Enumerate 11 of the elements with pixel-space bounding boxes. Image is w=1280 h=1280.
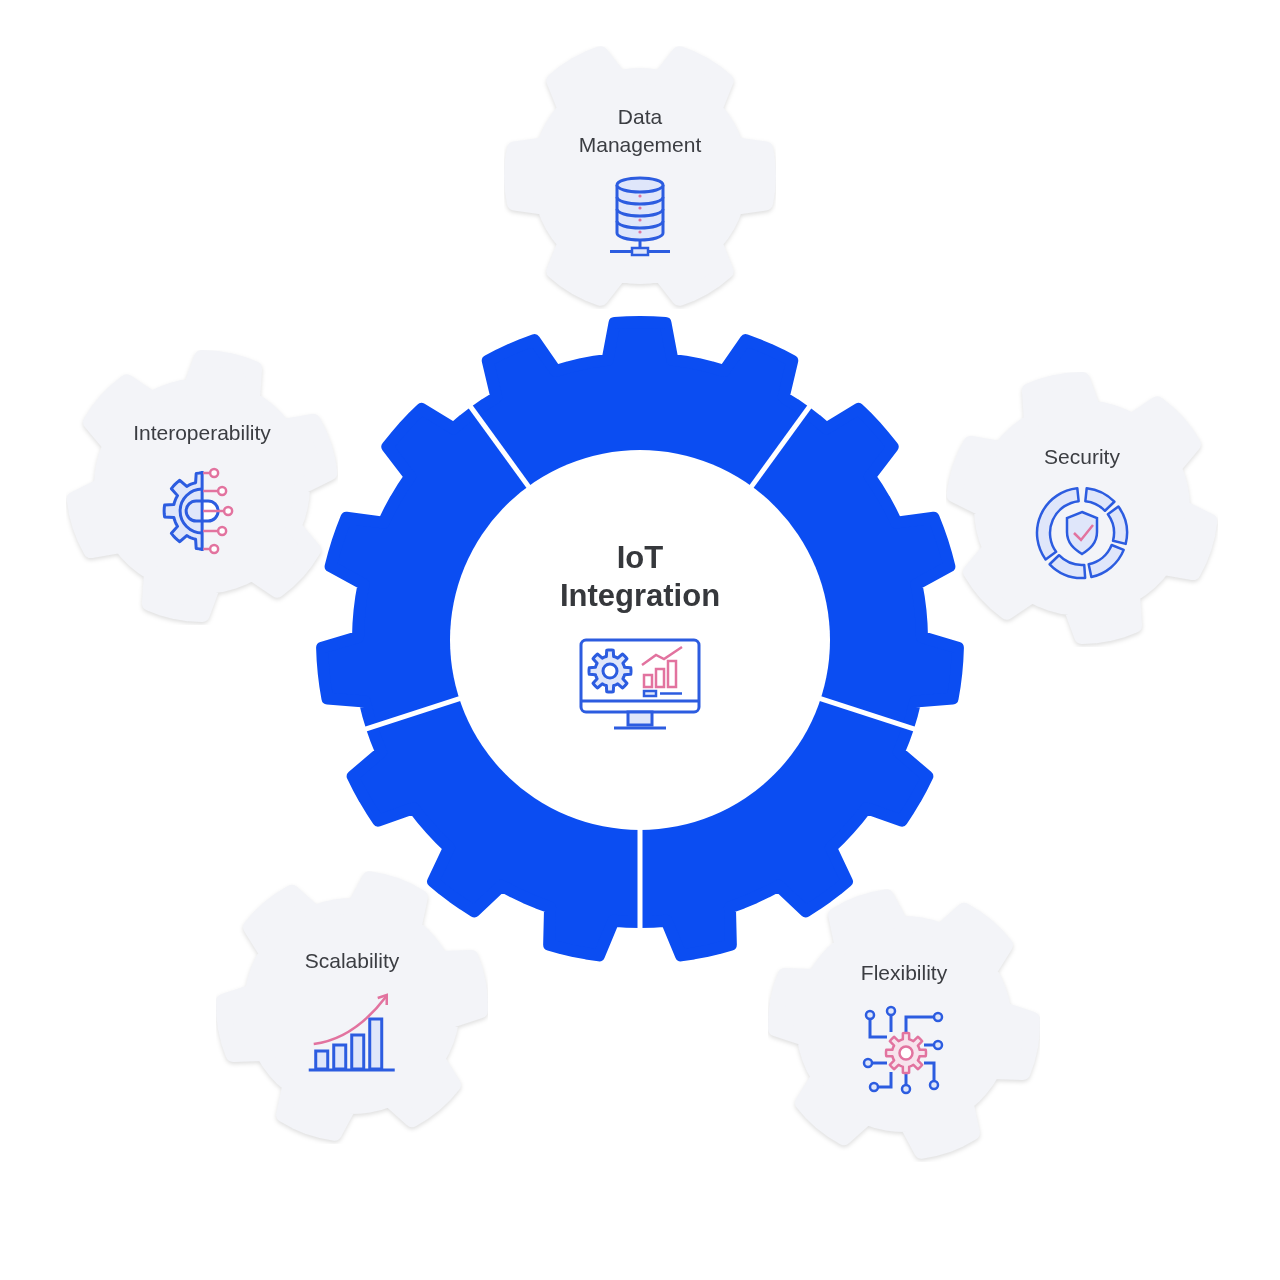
- gear-label: Interoperability: [133, 420, 271, 446]
- gear-shape: [216, 871, 488, 1144]
- gear-shape: [66, 350, 338, 625]
- hub-title: IoT Integration: [558, 539, 722, 615]
- gear-shape: [504, 46, 776, 309]
- gear-shape: [946, 372, 1218, 647]
- gear-shape: [768, 889, 1040, 1162]
- gear-label: Flexibility: [860, 960, 948, 986]
- gear-label: Security: [1044, 444, 1120, 470]
- gear-label: Scalability: [304, 948, 400, 974]
- gear-label: Data Management: [577, 104, 703, 158]
